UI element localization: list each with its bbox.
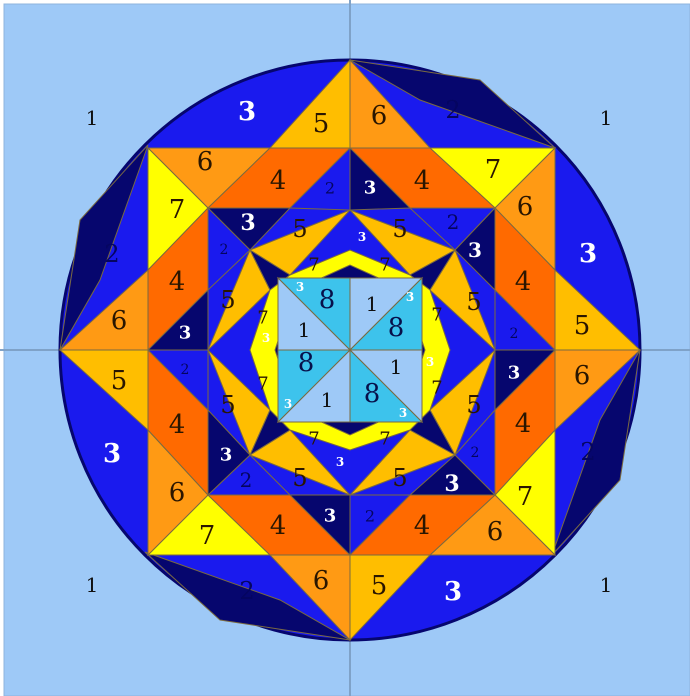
region-label-7-6: 7 xyxy=(379,255,390,276)
region-label-4-4: 4 xyxy=(515,267,532,297)
region-label-6-5: 6 xyxy=(574,361,591,391)
region-label-3-3: 3 xyxy=(579,239,597,269)
region-label-5-3: 5 xyxy=(111,366,128,396)
region-label-1-3: 1 xyxy=(86,573,99,597)
region-label-1-2: 1 xyxy=(600,106,613,130)
region-label-7-10: 7 xyxy=(431,378,442,399)
region-label-8-1: 8 xyxy=(319,285,336,315)
region-label-3-11: 3 xyxy=(220,445,233,466)
region-label-2-10: 2 xyxy=(181,362,190,378)
region-label-4-8: 4 xyxy=(414,511,431,541)
region-label-7-5: 7 xyxy=(308,255,319,276)
region-label-3-20: 3 xyxy=(262,331,270,345)
region-label-8-3: 8 xyxy=(298,348,315,378)
region-label-3-2: 3 xyxy=(364,178,377,199)
region-label-6-3: 6 xyxy=(517,192,534,222)
region-label-4-6: 4 xyxy=(515,409,532,439)
region-label-1-6: 1 xyxy=(298,318,311,342)
region-label-5-10: 5 xyxy=(466,391,481,419)
region-label-5-12: 5 xyxy=(392,464,407,492)
region-label-5-2: 5 xyxy=(574,311,591,341)
region-label-3-12: 3 xyxy=(444,471,459,497)
region-label-3-10: 3 xyxy=(508,363,521,384)
region-label-2-4: 2 xyxy=(580,438,595,466)
region-label-2-3: 2 xyxy=(104,240,119,268)
region-label-7-3: 7 xyxy=(517,482,534,512)
region-label-2-8: 2 xyxy=(220,242,229,258)
region-label-3-4: 3 xyxy=(103,439,121,469)
region-label-5-8: 5 xyxy=(466,288,481,316)
region-label-5-11: 5 xyxy=(292,464,307,492)
region-label-6-6: 6 xyxy=(169,478,186,508)
region-label-3-6: 3 xyxy=(444,577,462,607)
region-label-3-15: 3 xyxy=(406,290,414,304)
region-label-7-11: 7 xyxy=(308,429,319,450)
region-label-4-3: 4 xyxy=(169,267,186,297)
region-label-3-18: 3 xyxy=(336,455,344,469)
region-label-7-7: 7 xyxy=(257,308,268,329)
region-label-2-5: 2 xyxy=(365,507,375,526)
region-label-2-1: 2 xyxy=(445,96,460,124)
region-label-7-8: 7 xyxy=(431,305,442,326)
region-label-6-7: 6 xyxy=(487,517,504,547)
region-label-3-9: 3 xyxy=(179,323,192,344)
region-label-1-7: 1 xyxy=(390,355,403,379)
region-label-5-6: 5 xyxy=(392,215,407,243)
region-label-2-2: 2 xyxy=(325,179,335,198)
region-label-1-8: 1 xyxy=(321,388,334,412)
region-label-7-2: 7 xyxy=(169,195,186,225)
region-label-3-1: 3 xyxy=(238,97,256,127)
region-label-3-5: 3 xyxy=(324,506,337,527)
region-label-1-4: 1 xyxy=(600,573,613,597)
region-label-7-12: 7 xyxy=(379,429,390,450)
region-label-5-4: 5 xyxy=(371,571,388,601)
region-label-1-1: 1 xyxy=(86,106,99,130)
region-label-2-7: 2 xyxy=(447,210,460,234)
region-label-5-9: 5 xyxy=(220,391,235,419)
region-label-5-7: 5 xyxy=(220,286,235,314)
region-label-3-16: 3 xyxy=(426,355,434,369)
region-label-3-19: 3 xyxy=(284,397,292,411)
region-label-4-2: 4 xyxy=(414,166,431,196)
region-label-7-1: 7 xyxy=(485,155,502,185)
region-label-5-1: 5 xyxy=(313,109,330,139)
region-label-6-2: 6 xyxy=(197,147,214,177)
region-label-8-2: 8 xyxy=(388,313,405,343)
region-label-6-8: 6 xyxy=(313,566,330,596)
region-label-2-12: 2 xyxy=(240,468,253,492)
region-label-3-8: 3 xyxy=(468,238,482,262)
region-label-7-9: 7 xyxy=(257,374,268,395)
region-label-2-6: 2 xyxy=(239,577,254,605)
region-label-4-5: 4 xyxy=(169,410,186,440)
region-label-5-5: 5 xyxy=(292,215,307,243)
region-label-3-14: 3 xyxy=(358,230,366,244)
region-label-4-1: 4 xyxy=(270,166,287,196)
region-label-2-11: 2 xyxy=(471,445,480,461)
region-label-7-4: 7 xyxy=(199,521,216,551)
region-label-6-4: 6 xyxy=(111,306,128,336)
region-label-3-13: 3 xyxy=(296,280,304,294)
region-label-6-1: 6 xyxy=(371,101,388,131)
region-label-2-9: 2 xyxy=(510,326,519,342)
region-label-1-5: 1 xyxy=(366,292,379,316)
region-label-3-7: 3 xyxy=(240,210,255,236)
region-label-3-17: 3 xyxy=(399,406,407,420)
region-label-4-7: 4 xyxy=(270,511,287,541)
region-label-8-4: 8 xyxy=(364,379,381,409)
